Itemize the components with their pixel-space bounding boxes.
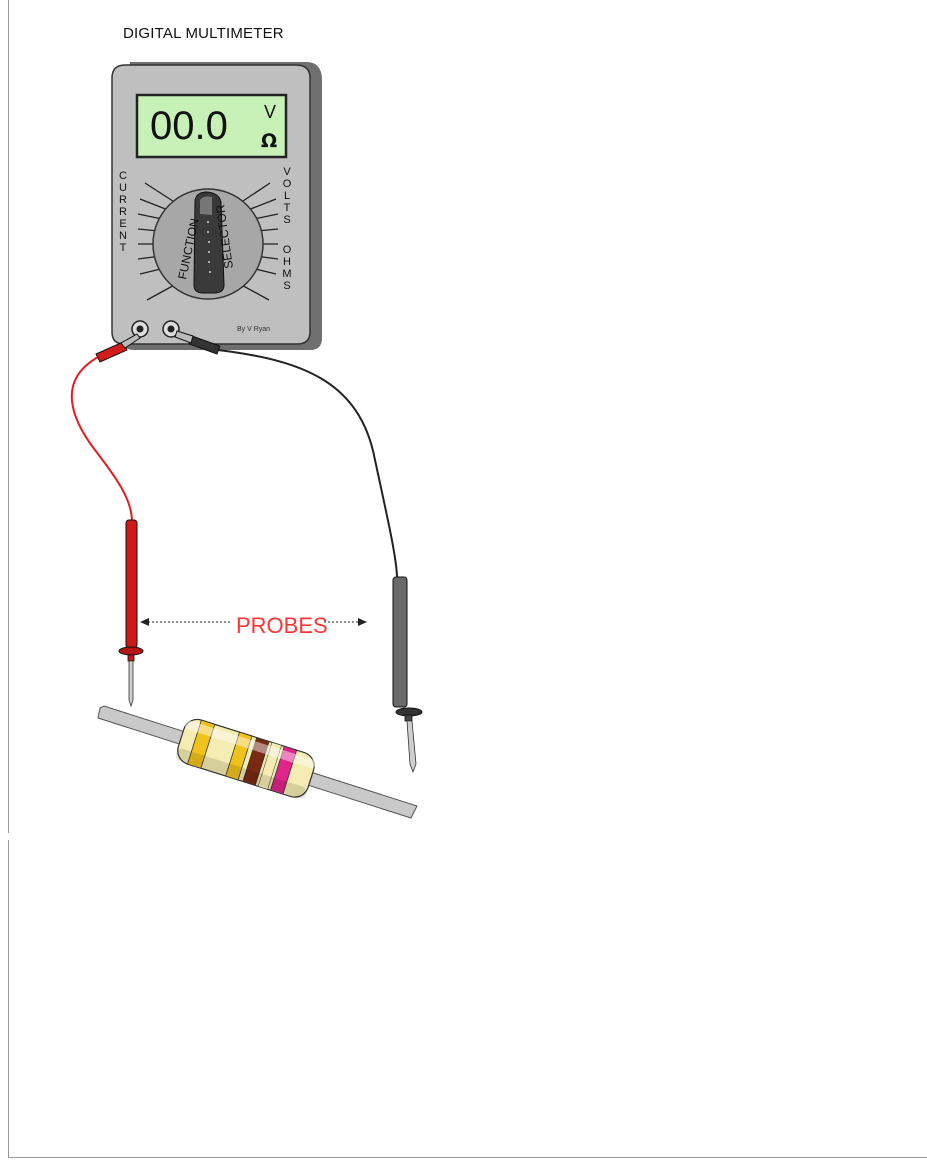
black-lead-wire: [217, 349, 398, 579]
red-probe: [118, 519, 144, 708]
resistor: [97, 705, 418, 819]
red-lead-wire: [70, 355, 133, 523]
black-lead-plug: [174, 330, 221, 355]
current-label: CURRENT: [117, 170, 129, 254]
probes-arrow: [140, 618, 367, 626]
credit-text: By V Ryan: [237, 326, 270, 333]
selector-dial: FUNCTION SELECTOR: [152, 188, 264, 300]
probes-label: PROBES: [236, 613, 328, 638]
input-jacks: [131, 320, 180, 338]
diagram-title: DIGITAL MULTIMETER: [123, 25, 284, 42]
volts-label: VOLTS: [281, 166, 293, 226]
ohm-icon: Ω: [261, 130, 277, 152]
lcd-reading: 00.0: [150, 104, 228, 148]
lcd-display: 00.0 V Ω: [135, 93, 288, 159]
ohms-label: OHMS: [281, 244, 293, 292]
unit-volts: V: [264, 102, 276, 122]
black-probe: [392, 576, 423, 774]
red-lead-plug: [95, 333, 141, 363]
